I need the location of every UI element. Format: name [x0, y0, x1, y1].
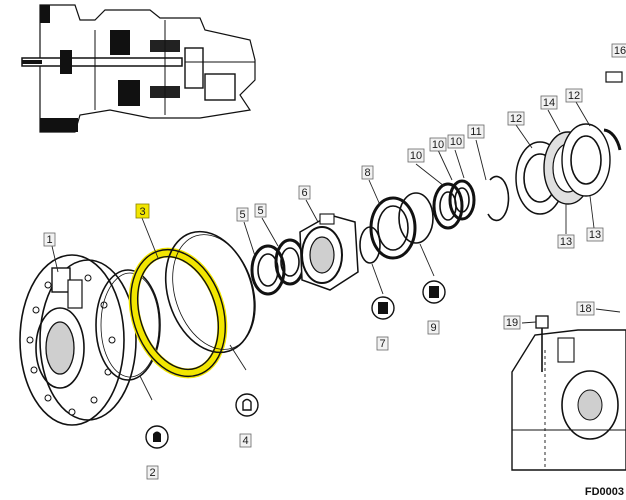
seal-symbol-icon [235, 393, 259, 417]
callout-tag-4: 4 [239, 433, 252, 448]
svg-text:16: 16 [614, 45, 626, 57]
callout-tag-8: 8 [361, 165, 374, 180]
callout-tag-1: 1 [43, 232, 56, 247]
section-view-assembly [21, 4, 256, 133]
part-9-ring [398, 192, 434, 244]
svg-text:12: 12 [568, 90, 580, 102]
callout-tag-13b: 13 [586, 227, 604, 242]
part-2-o-ring [95, 269, 161, 381]
svg-text:5: 5 [239, 209, 245, 221]
part-8-ring [369, 196, 417, 260]
part-18-cover [511, 329, 626, 471]
figure-code: FD0003 [585, 486, 624, 498]
svg-text:14: 14 [543, 97, 555, 109]
callout-tag-10c: 10 [447, 134, 465, 149]
svg-text:10: 10 [432, 139, 444, 151]
svg-text:4: 4 [242, 435, 248, 447]
callout-tag-18: 18 [576, 301, 595, 316]
svg-text:19: 19 [506, 317, 518, 329]
callout-tag-13a: 13 [557, 234, 575, 249]
seal-symbol-icon [145, 425, 169, 449]
callout-tag-12a: 12 [507, 111, 525, 126]
part-12-snap-ring-right [603, 128, 622, 151]
svg-text:12: 12 [510, 113, 522, 125]
svg-text:18: 18 [579, 303, 591, 315]
callout-tag-19: 19 [503, 315, 521, 330]
svg-text:8: 8 [364, 167, 370, 179]
callout-tag-3-highlighted: 3 [135, 203, 150, 219]
callout-tag-2: 2 [146, 465, 159, 480]
callout-tag-9: 9 [427, 320, 440, 335]
callout-leaders [51, 101, 621, 401]
part-11-snap-ring [487, 175, 510, 222]
callout-tag-5a: 5 [236, 207, 249, 222]
part-16-stub [605, 71, 623, 83]
part-1-housing [19, 254, 137, 426]
callout-tag-16: 16 [611, 43, 626, 58]
callout-tag-10b: 10 [429, 137, 447, 152]
lubricant-symbol-icon [371, 296, 395, 320]
part-6-hub [299, 213, 359, 291]
lubricant-symbol-icon [422, 280, 446, 304]
svg-text:13: 13 [560, 236, 572, 248]
part-10-bearings [432, 179, 476, 230]
svg-text:6: 6 [301, 187, 307, 199]
svg-text:2: 2 [149, 467, 155, 479]
svg-text:11: 11 [470, 126, 481, 138]
callout-tag-11: 11 [467, 124, 485, 139]
callout-tag-7: 7 [376, 336, 389, 351]
service-symbol-badges [145, 280, 446, 449]
callout-tag-12b: 12 [565, 88, 583, 103]
part-13-friction-discs [543, 123, 611, 205]
callout-tag-5b: 5 [254, 203, 267, 218]
part-5-seals [250, 238, 306, 296]
svg-text:9: 9 [430, 322, 436, 334]
svg-text:13: 13 [589, 229, 601, 241]
svg-text:7: 7 [379, 338, 385, 350]
callout-tag-14: 14 [540, 95, 558, 110]
callout-tag-6: 6 [298, 185, 311, 200]
svg-text:10: 10 [410, 150, 422, 162]
svg-text:1: 1 [46, 234, 52, 246]
part-3-seal-ring-highlighted [128, 247, 228, 379]
svg-text:3: 3 [139, 206, 145, 218]
svg-text:10: 10 [450, 136, 462, 148]
callout-tag-10a: 10 [407, 148, 425, 163]
svg-text:5: 5 [257, 205, 263, 217]
